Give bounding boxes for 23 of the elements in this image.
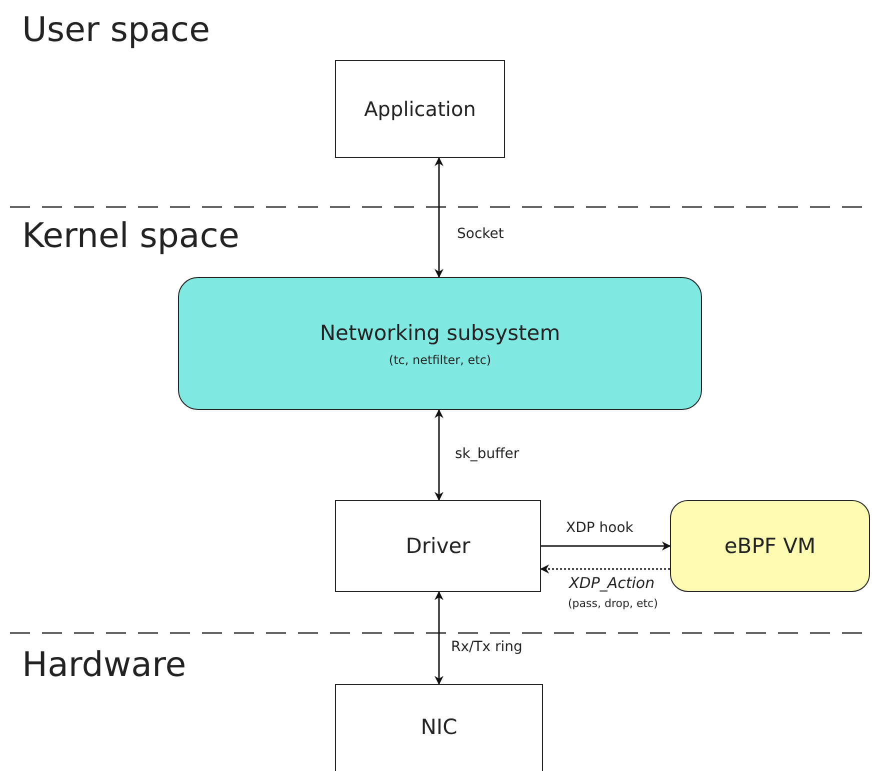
node-title: Application [364,97,476,121]
section-title: Hardware [21,645,188,685]
section-title: User space [21,10,212,50]
node-title: eBPF VM [724,534,816,558]
section-title: Kernel space [21,216,240,256]
arrow [540,564,670,574]
process-box [335,500,541,592]
subsystem-box [178,277,702,410]
arrow [434,409,444,501]
edge-label: Rx/Tx ring [449,639,524,655]
node-subtitle: (tc, netfilter, etc) [388,352,492,366]
node-title: NIC [420,715,458,739]
arrow [434,591,444,685]
node-title: Networking subsystem [320,320,560,344]
action-note: (pass, drop, etc) [567,597,659,610]
node-title: Driver [406,534,470,558]
arrow [434,157,444,278]
process-box [335,684,543,771]
edge-label: sk_buffer [453,446,522,462]
edge-label: XDP_Action [567,574,657,592]
process-box [335,60,505,158]
arrow [541,542,671,550]
vm-box [670,500,870,592]
